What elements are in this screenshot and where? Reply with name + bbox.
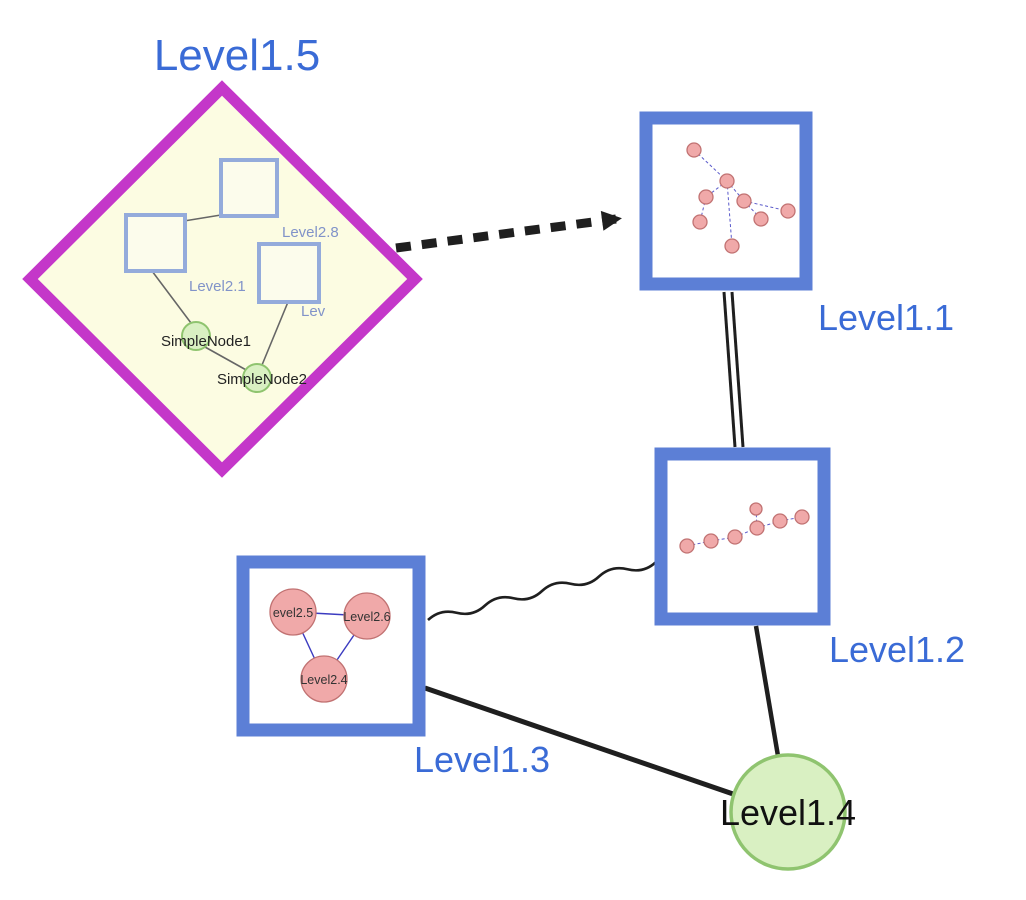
- node-level28[interactable]: [219, 158, 279, 218]
- mini-node[interactable]: [736, 193, 752, 209]
- node-level15: Level2.8 Level2.1 Lev SimpleNode1 Simple…: [22, 80, 423, 478]
- mini-node[interactable]: [724, 238, 740, 254]
- mini-edge[interactable]: [710, 536, 736, 542]
- node-level14-label: Level1.4: [720, 792, 856, 833]
- node-lev[interactable]: [257, 242, 321, 304]
- edge-level12-level14[interactable]: [753, 625, 781, 757]
- node-level11-label: Level1.1: [818, 297, 954, 338]
- level11-mini-graph: [686, 142, 796, 254]
- level12-mini-graph: [679, 502, 810, 554]
- node-level13: evel2.5 Level2.6 Level2.4: [236, 555, 426, 737]
- node-level28-label: Level2.8: [282, 224, 339, 241]
- node-level21-label: Level2.1: [189, 278, 246, 295]
- mini-node[interactable]: [719, 173, 735, 189]
- node-level12-label: Level1.2: [829, 629, 965, 670]
- mini-edge[interactable]: [743, 200, 762, 220]
- edge-level13-level12[interactable]: [427, 561, 657, 621]
- mini-node[interactable]: [692, 214, 708, 230]
- node-level24-label: Level2.4: [300, 673, 347, 687]
- node-level12: [654, 447, 831, 626]
- node-level25-label: evel2.5: [273, 606, 313, 620]
- mini-node[interactable]: [679, 538, 695, 554]
- node-level14: Level1.4: [720, 753, 856, 871]
- mini-node[interactable]: [753, 211, 769, 227]
- level14-circle[interactable]: [729, 753, 847, 871]
- node-simplenode2-label: SimpleNode2: [217, 371, 307, 388]
- mini-node[interactable]: [780, 203, 796, 219]
- mini-node[interactable]: [749, 502, 763, 516]
- mini-edge[interactable]: [734, 527, 758, 538]
- mini-node[interactable]: [772, 513, 788, 529]
- edge-level21-simplenode1[interactable]: [151, 270, 192, 324]
- node-level26[interactable]: [343, 592, 391, 640]
- edge-lev-simplenode2[interactable]: [261, 301, 289, 366]
- edge-level15-level11[interactable]: [395, 210, 622, 253]
- edges-layer: [395, 210, 781, 798]
- node-level15-label: Level1.5: [154, 31, 320, 80]
- node-level13-label: Level1.3: [414, 739, 550, 780]
- node-simplenode2[interactable]: [242, 363, 272, 393]
- mini-node[interactable]: [703, 533, 719, 549]
- mini-node[interactable]: [749, 520, 765, 536]
- mini-node[interactable]: [794, 509, 810, 525]
- level15-diamond-shape[interactable]: [22, 80, 423, 478]
- node-simplenode1-label: SimpleNode1: [161, 333, 251, 350]
- mini-edge[interactable]: [756, 520, 781, 529]
- mini-node[interactable]: [686, 142, 702, 158]
- level11-box[interactable]: [639, 111, 813, 291]
- mini-edge[interactable]: [726, 180, 733, 247]
- mini-edge[interactable]: [699, 196, 707, 223]
- node-level26-label: Level2.6: [343, 610, 390, 624]
- node-level21[interactable]: [124, 213, 187, 273]
- node-level24[interactable]: [300, 655, 348, 703]
- mini-node[interactable]: [698, 189, 714, 205]
- node-simplenode1[interactable]: [181, 321, 211, 351]
- level13-mini-graph: evel2.5 Level2.6 Level2.4: [269, 588, 391, 703]
- edge-level11-level12-line1[interactable]: [722, 291, 737, 448]
- node-lev-label: Lev: [301, 303, 326, 320]
- node-level11: [639, 111, 813, 291]
- node-level25[interactable]: [269, 588, 317, 636]
- edge-level11-level12-line2[interactable]: [730, 291, 745, 448]
- mini-node[interactable]: [727, 529, 743, 545]
- mini-edge[interactable]: [686, 540, 712, 547]
- level13-box[interactable]: [236, 555, 426, 737]
- edge-simplenode1-simplenode2[interactable]: [204, 346, 249, 372]
- edge-level13-level14[interactable]: [424, 685, 737, 798]
